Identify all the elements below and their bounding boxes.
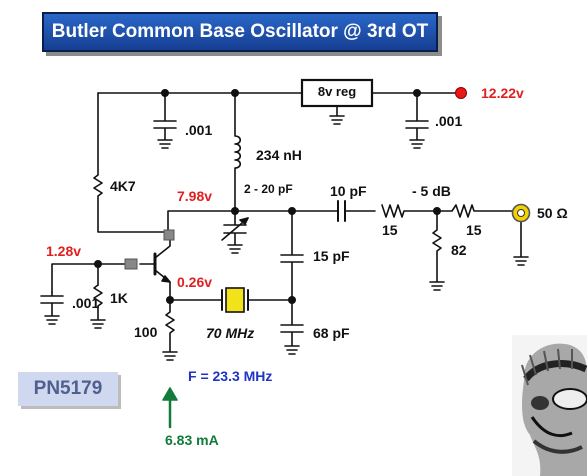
emitter-resistor-label: 100 <box>134 324 158 340</box>
tank-cap-upper-label: 15 pF <box>313 248 350 264</box>
cap-top-left-label: .001 <box>185 122 213 138</box>
base-voltage-label: 1.28v <box>46 243 82 259</box>
pad-series-1-label: 15 <box>382 222 398 238</box>
base-cap <box>40 291 64 325</box>
junction-dots <box>94 89 441 304</box>
tank-cap-68pf <box>280 299 304 355</box>
collector-resistor-label: 4K7 <box>110 178 136 194</box>
base-cap-label: .001 <box>72 295 100 311</box>
supply-terminal <box>455 87 467 99</box>
supply-voltage-label: 12.22v <box>481 85 524 101</box>
pad-series-2-label: 15 <box>466 222 482 238</box>
current-label: 6.83 mA <box>165 432 219 448</box>
crystal-70mhz <box>225 287 245 313</box>
regulator-ground <box>329 102 345 125</box>
cap-top-right-label: .001 <box>435 113 463 129</box>
probe-base <box>124 258 138 270</box>
crystal-plates <box>221 289 249 311</box>
probe-collector <box>163 229 175 241</box>
emitter-voltage-label: 0.26v <box>177 274 213 290</box>
output-cap-label: 10 pF <box>330 183 367 199</box>
cap-top-left <box>153 92 177 149</box>
diagram-title: Butler Common Base Oscillator @ 3rd OT <box>42 12 438 52</box>
sketch-portrait <box>512 335 587 476</box>
inductor-label: 234 nH <box>256 147 302 163</box>
output-cap-10pf <box>337 200 346 222</box>
frequency-label: F = 23.3 MHz <box>188 368 273 384</box>
regulator-label: 8v reg <box>317 84 357 99</box>
inductor-234nh <box>234 92 242 212</box>
load-label: 50 Ω <box>537 205 568 221</box>
trimmer-label: 2 - 20 pF <box>244 182 293 196</box>
tank-cap-lower-label: 68 pF <box>313 325 350 341</box>
attenuation-label: - 5 dB <box>412 183 451 199</box>
collector-resistor-4k7 <box>93 92 169 233</box>
crystal-label: 70 MHz <box>206 325 255 341</box>
cap-top-right <box>405 92 429 149</box>
base-resistor-1k <box>90 284 106 329</box>
voltage-regulator <box>300 78 374 108</box>
shunt-resistor-82 <box>429 210 445 291</box>
collector-voltage-label: 7.98v <box>177 188 213 204</box>
part-number-badge: PN5179 <box>18 372 118 406</box>
tank-cap-15pf <box>280 210 304 301</box>
trimmer-capacitor <box>221 210 249 254</box>
pad-shunt-label: 82 <box>451 242 467 258</box>
base-resistor-label: 1K <box>110 290 128 306</box>
